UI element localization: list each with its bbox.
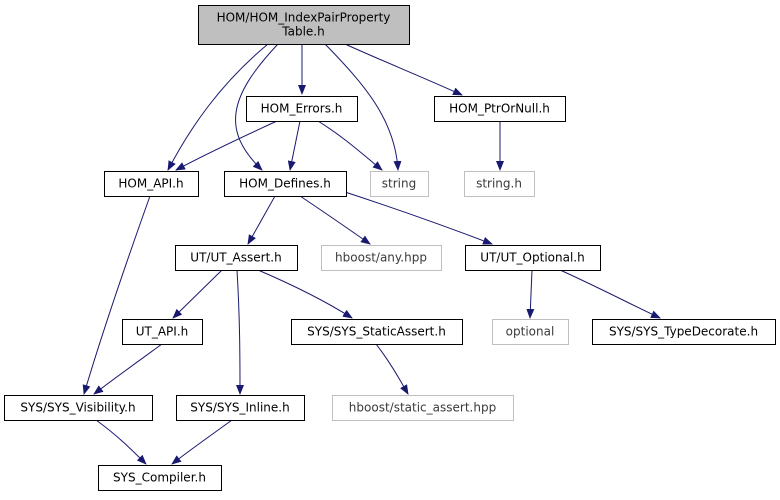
node-label: HOM_Defines.h [239, 177, 331, 191]
node-typedecorate[interactable]: SYS/SYS_TypeDecorate.h [592, 319, 776, 345]
node-box [492, 319, 569, 345]
node-label: HOM_PtrOrNull.h [449, 102, 550, 116]
node-label: Table.h [281, 25, 324, 39]
node-label: string [382, 177, 416, 191]
edge-api-visibility [82, 195, 151, 395]
node-label: HOM/HOM_IndexPairProperty [217, 11, 391, 25]
node-errors[interactable]: HOM_Errors.h [246, 96, 358, 122]
edge-errors-defines [287, 120, 301, 171]
node-box [175, 245, 298, 271]
node-label: optional [506, 325, 555, 339]
node-string: string [370, 171, 429, 197]
node-label: SYS/SYS_Inline.h [190, 401, 289, 415]
node-box [176, 395, 305, 421]
edge-assert-staticassert [257, 269, 353, 319]
node-optional: optional [492, 319, 569, 345]
edge-optional_h-optional [526, 269, 535, 319]
node-label: UT/UT_Optional.h [480, 251, 584, 265]
node-box [224, 171, 347, 197]
edge-visibility-compiler [95, 419, 147, 465]
edge-utapi-visibility [93, 343, 163, 395]
node-label: hboost/any.hpp [335, 251, 427, 265]
node-box [592, 319, 776, 345]
node-box [4, 395, 153, 421]
edge-assert-inline [235, 269, 244, 395]
edge-inline-compiler [171, 419, 233, 465]
nodes: HOM/HOM_IndexPairPropertyTable.hHOM_Erro… [4, 5, 776, 491]
node-box [332, 395, 514, 421]
node-stringh: string.h [464, 171, 535, 197]
node-box [370, 171, 429, 197]
node-label: HOM_API.h [118, 177, 183, 191]
node-box [464, 171, 535, 197]
edge-root-ptrornull [344, 43, 463, 96]
node-label: SYS_Compiler.h [113, 471, 206, 485]
node-api[interactable]: HOM_API.h [104, 171, 199, 197]
node-box [198, 5, 410, 45]
node-box [104, 171, 199, 197]
node-label: SYS/SYS_TypeDecorate.h [609, 325, 758, 339]
node-box [122, 319, 203, 345]
edge-assert-utapi [172, 269, 223, 319]
edge-root-defines [235, 43, 279, 171]
edge-staticassert-staticasserthpp [375, 343, 409, 395]
node-box [246, 96, 358, 122]
edge-errors-api [175, 120, 278, 171]
node-box [291, 319, 463, 345]
node-anyhpp: hboost/any.hpp [321, 245, 442, 271]
edge-root-api [167, 43, 269, 171]
node-staticasserthpp: hboost/static_assert.hpp [332, 395, 514, 421]
node-assert[interactable]: UT/UT_Assert.h [175, 245, 298, 271]
edge-defines-optional_h [344, 191, 493, 245]
node-ptrornull[interactable]: HOM_PtrOrNull.h [434, 96, 566, 122]
edge-defines-assert [247, 195, 276, 245]
node-label: HOM_Errors.h [261, 102, 343, 116]
node-box [98, 465, 222, 491]
node-visibility[interactable]: SYS/SYS_Visibility.h [4, 395, 153, 421]
node-label: UT/UT_Assert.h [190, 251, 281, 265]
node-compiler[interactable]: SYS_Compiler.h [98, 465, 222, 491]
node-label: hboost/static_assert.hpp [349, 401, 496, 415]
edges [82, 43, 661, 465]
edge-defines-anyhpp [299, 195, 371, 245]
edge-errors-string [317, 120, 383, 171]
node-label: SYS/SYS_Visibility.h [20, 401, 135, 415]
edge-root-string [324, 43, 402, 171]
edge-optional_h-typedecorate [559, 269, 661, 319]
node-box [434, 96, 566, 122]
node-box [321, 245, 442, 271]
node-defines[interactable]: HOM_Defines.h [224, 171, 347, 197]
node-box [465, 245, 601, 271]
node-label: SYS/SYS_StaticAssert.h [307, 325, 446, 339]
node-label: string.h [476, 177, 522, 191]
node-staticassert[interactable]: SYS/SYS_StaticAssert.h [291, 319, 463, 345]
node-utapi[interactable]: UT_API.h [122, 319, 203, 345]
node-inline[interactable]: SYS/SYS_Inline.h [176, 395, 305, 421]
node-label: UT_API.h [136, 325, 189, 339]
node-optional_h[interactable]: UT/UT_Optional.h [465, 245, 601, 271]
